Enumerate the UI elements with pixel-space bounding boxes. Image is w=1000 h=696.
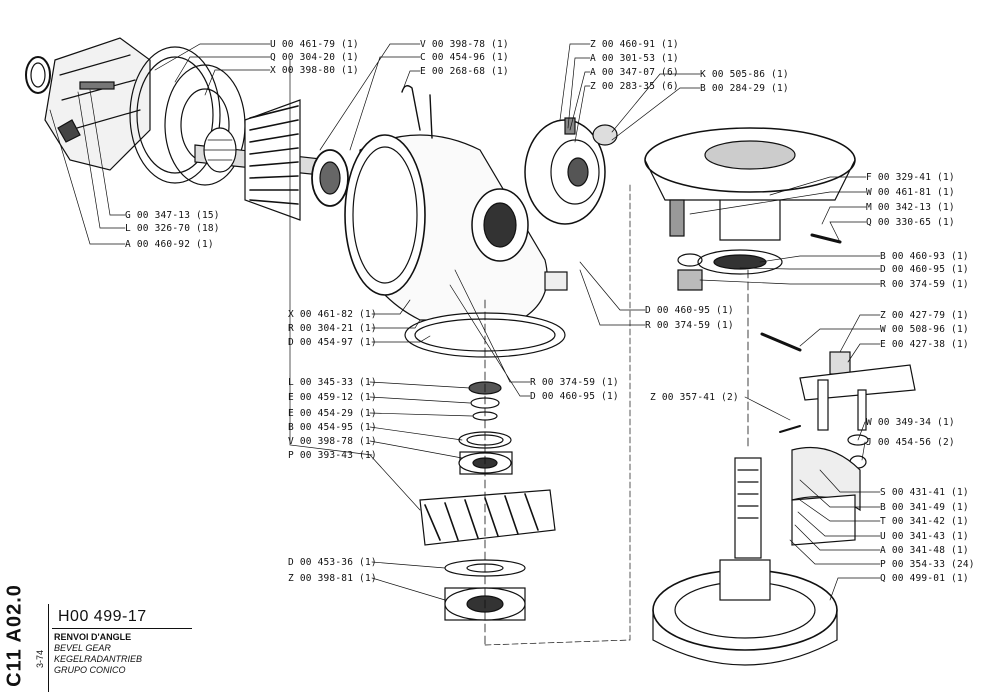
sheet-code-text: C11 A02.0 [3, 584, 26, 687]
callout-label: M 00 342-13 (1) [866, 202, 955, 213]
callout-label: D 00 460-95 (1) [880, 264, 969, 275]
cover-flange [524, 117, 618, 225]
callout-label: B 00 460-93 (1) [880, 251, 969, 262]
callout-label: R 00 304-21 (1) [288, 323, 377, 334]
lever-mechanism [760, 332, 916, 469]
callout-label: E 00 454-29 (1) [288, 408, 377, 419]
reference-number: H00 499-17 [58, 608, 147, 625]
callout-label: C 00 454-96 (1) [420, 52, 509, 63]
callout-label: R 00 374-59 (1) [530, 377, 619, 388]
callout-label: R 00 374-59 (1) [645, 320, 734, 331]
callout-label: T 00 341-42 (1) [880, 516, 969, 527]
callout-label: U 00 461-79 (1) [270, 39, 359, 50]
callout-label: D 00 453-36 (1) [288, 557, 377, 568]
title-german: KEGELRADANTRIEB [54, 654, 143, 664]
callout-label: A 00 460-92 (1) [125, 239, 214, 250]
callout-label: J 00 454-56 (2) [866, 437, 955, 448]
callout-label: L 00 345-33 (1) [288, 377, 377, 388]
callout-label: D 00 460-95 (1) [645, 305, 734, 316]
title-french: RENVOI D'ANGLE [54, 632, 132, 642]
right-housing [644, 127, 856, 451]
callout-label: P 00 354-33 (24) [880, 559, 975, 570]
callout-label: Q 00 330-65 (1) [866, 217, 955, 228]
callout-label: X 00 398-80 (1) [270, 65, 359, 76]
callout-label: Q 00 304-20 (1) [270, 52, 359, 63]
callout-label: Z 00 283-35 (6) [590, 81, 679, 92]
callout-label: F 00 329-41 (1) [866, 172, 955, 183]
date-code-text: 3-74 [35, 650, 45, 669]
callout-label: U 00 341-43 (1) [880, 531, 969, 542]
callout-label: V 00 398-78 (1) [288, 436, 377, 447]
clutch-drum [652, 446, 861, 666]
callout-label: Z 00 427-79 (1) [880, 310, 969, 321]
callout-label: E 00 427-38 (1) [880, 339, 969, 350]
callout-label: L 00 326-70 (18) [125, 223, 220, 234]
crown-gear-stack [419, 299, 556, 646]
date-code: 3-74 [34, 640, 46, 680]
callout-label: P 00 393-43 (1) [288, 450, 377, 461]
pinion-shaft [194, 99, 349, 221]
callout-label: A 00 347-07 (6) [590, 67, 679, 78]
callout-label: S 00 431-41 (1) [880, 487, 969, 498]
callout-label: Q 00 499-01 (1) [880, 573, 969, 584]
callout-label: E 00 459-12 (1) [288, 392, 377, 403]
callout-label: B 00 341-49 (1) [880, 502, 969, 513]
callout-label: V 00 398-78 (1) [420, 39, 509, 50]
callout-label: B 00 454-95 (1) [288, 422, 377, 433]
callout-label: W 00 508-96 (1) [880, 324, 969, 335]
callout-label: Z 00 357-41 (2) [650, 392, 739, 403]
callout-label: R 00 374-59 (1) [880, 279, 969, 290]
elbow-casing [344, 85, 568, 358]
title-divider [48, 604, 49, 692]
callout-label: A 00 301-53 (1) [590, 53, 679, 64]
callout-label: K 00 505-86 (1) [700, 69, 789, 80]
title-english: BEVEL GEAR [54, 643, 111, 653]
leader-lines [49, 43, 881, 646]
callout-label: B 00 284-29 (1) [700, 83, 789, 94]
callout-label: A 00 341-48 (1) [880, 545, 969, 556]
callout-label: Z 00 398-81 (1) [288, 573, 377, 584]
callout-label: W 00 349-34 (1) [866, 417, 955, 428]
reference-underline [52, 628, 192, 629]
title-spanish: GRUPO CONICO [54, 665, 126, 675]
sheet-code: C11 A02.0 [4, 580, 26, 690]
title-block: H00 499-17 RENVOI D'ANGLE BEVEL GEAR KEG… [52, 606, 192, 690]
callout-label: X 00 461-82 (1) [288, 309, 377, 320]
callout-label: E 00 268-68 (1) [420, 66, 509, 77]
callout-label: D 00 454-97 (1) [288, 337, 377, 348]
callout-label: D 00 460-95 (1) [530, 391, 619, 402]
callout-label: W 00 461-81 (1) [866, 187, 955, 198]
input-housing [25, 37, 246, 186]
callout-label: G 00 347-13 (15) [125, 210, 220, 221]
callout-label: Z 00 460-91 (1) [590, 39, 679, 50]
